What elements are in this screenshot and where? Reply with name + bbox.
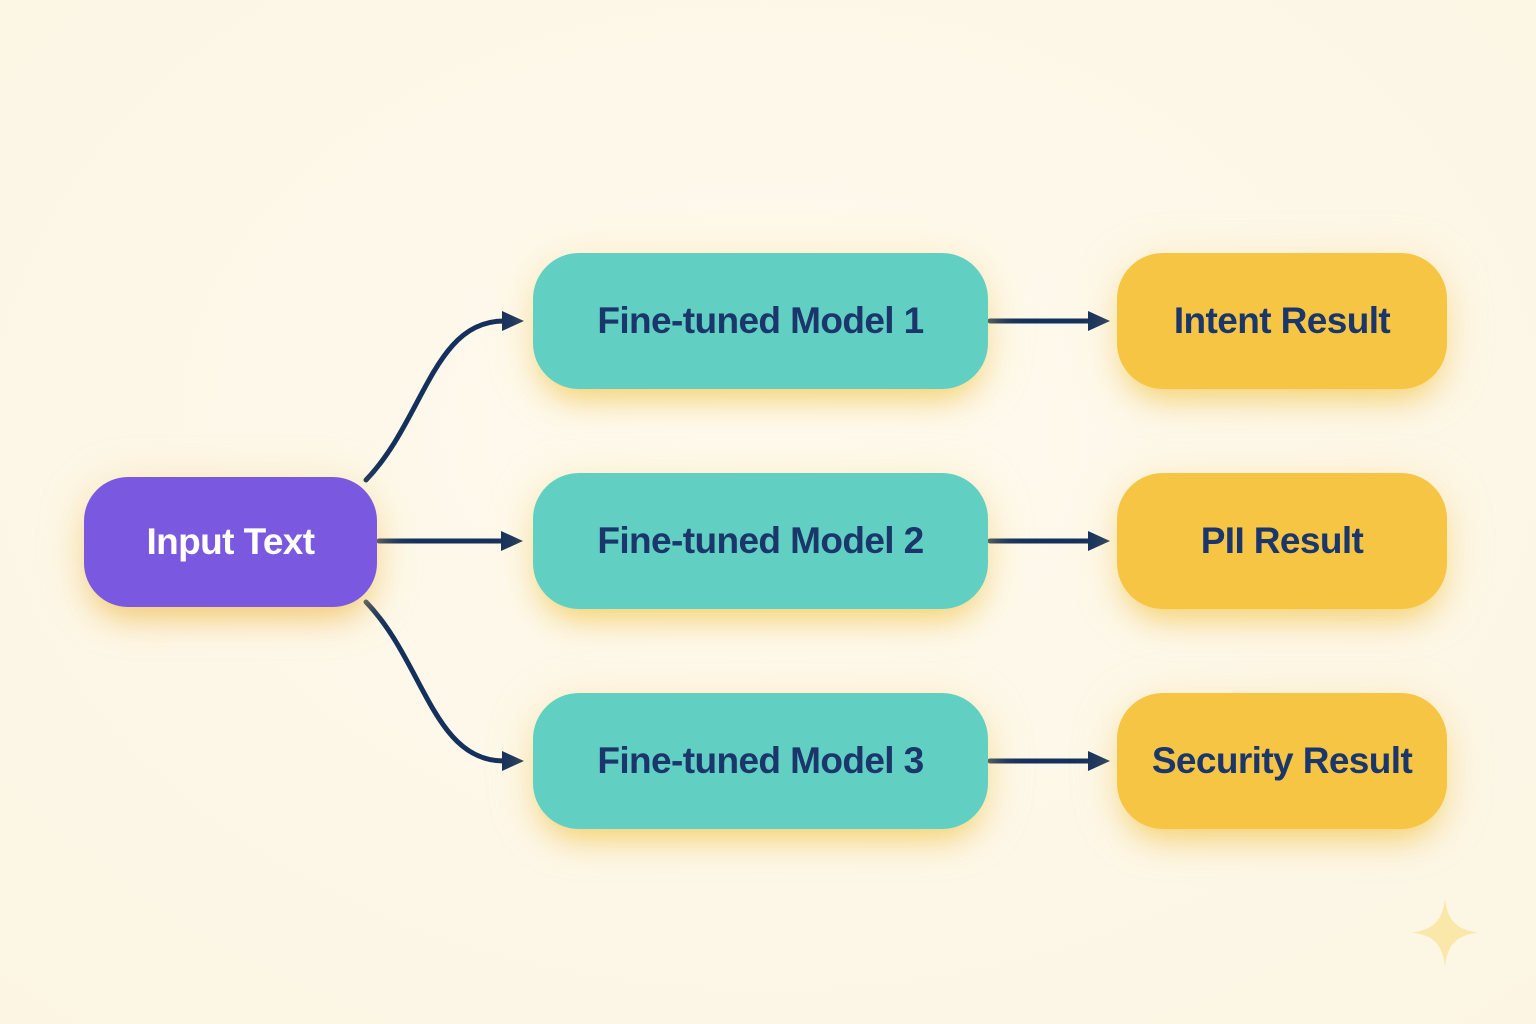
- node-input-text-label: Input Text: [146, 521, 315, 562]
- node-fine-tuned-model-1-label: Fine-tuned Model 1: [597, 300, 924, 341]
- node-security-result: Security Result: [1117, 693, 1447, 829]
- node-fine-tuned-model-2: Fine-tuned Model 2: [533, 473, 988, 609]
- node-pii-result: PII Result: [1117, 473, 1447, 609]
- node-security-result-label: Security Result: [1151, 740, 1413, 781]
- node-pii-result-label: PII Result: [1200, 520, 1364, 561]
- sparkle-icon: [1412, 898, 1478, 967]
- node-intent-result-label: Intent Result: [1173, 300, 1391, 341]
- node-fine-tuned-model-3: Fine-tuned Model 3: [533, 693, 988, 829]
- node-fine-tuned-model-2-label: Fine-tuned Model 2: [597, 520, 924, 561]
- node-fine-tuned-model-1: Fine-tuned Model 1: [533, 253, 988, 389]
- arrow-input-to-model1: [363, 311, 524, 483]
- node-input-text: Input Text: [84, 477, 377, 607]
- node-intent-result: Intent Result: [1117, 253, 1447, 389]
- arrow-input-to-model3: [363, 599, 524, 771]
- node-fine-tuned-model-3-label: Fine-tuned Model 3: [597, 740, 924, 781]
